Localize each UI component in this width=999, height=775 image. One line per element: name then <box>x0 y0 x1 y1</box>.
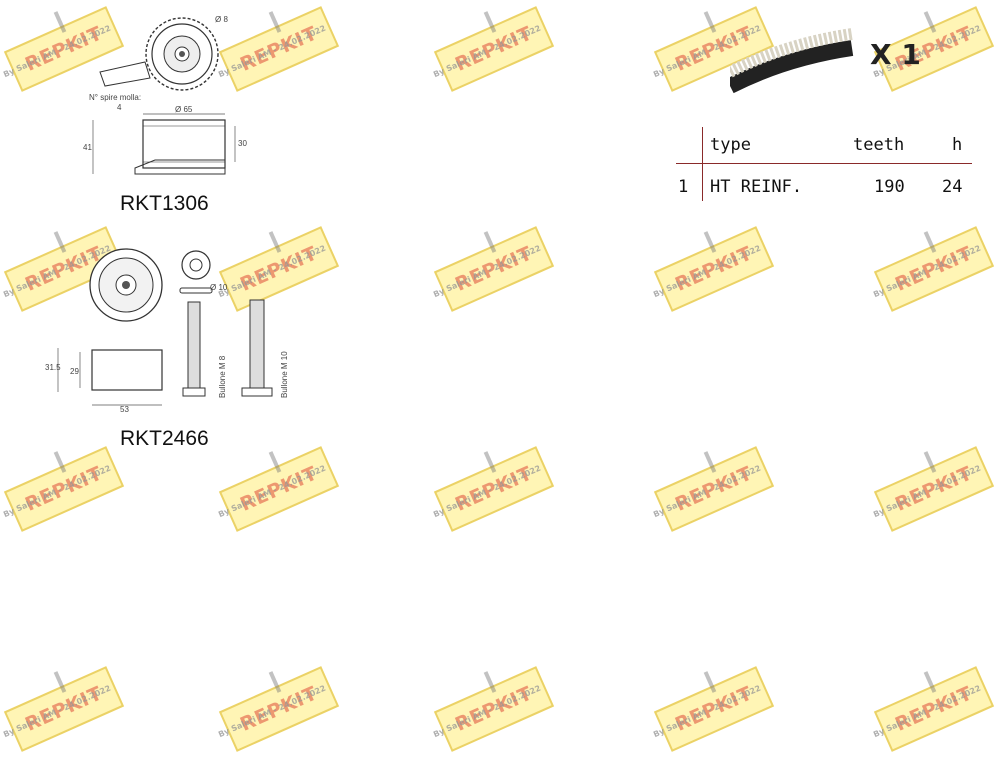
idler-pulley-side <box>57 348 163 406</box>
row-h: 24 <box>942 177 963 197</box>
tensioner-dim-small: Ø 8 <box>215 15 228 24</box>
belt-quantity: X 1 <box>870 38 921 71</box>
row-teeth: 190 <box>874 177 905 197</box>
bolt-m8 <box>182 301 206 397</box>
idler-dim-bore: Ø 10 <box>210 283 228 292</box>
idler-part-label: RKT2466 <box>120 427 209 450</box>
tensioner-gear-side <box>92 113 236 175</box>
idler-dim-height-a: 31.5 <box>45 363 61 372</box>
row-index: 1 <box>678 177 689 197</box>
belt-spec-table: type teeth h 1 HT REINF. 190 24 <box>676 127 972 207</box>
idler-pulley-front <box>89 248 163 322</box>
idler-drawing: Ø 10 31.5 29 53 Bullone M 8 Bullone M 10 <box>45 248 289 414</box>
idler-dim-height-b: 29 <box>70 367 79 376</box>
header-h: h <box>952 135 963 155</box>
table-header-row: type teeth h <box>676 127 972 167</box>
tensioner-part-label: RKT1306 <box>120 192 209 215</box>
tensioner-dim-height-b: 30 <box>238 139 247 148</box>
tensioner-dim-diameter: Ø 65 <box>175 105 193 114</box>
tensioner-arm <box>99 61 151 87</box>
table-column-divider <box>702 127 703 201</box>
tensioner-gear-front <box>145 17 219 91</box>
belt-illustration <box>730 28 854 94</box>
header-teeth: teeth <box>853 135 905 155</box>
bolt-m10 <box>241 299 273 397</box>
idler-dim-width: 53 <box>120 405 129 414</box>
tensioner-dim-height-a: 41 <box>83 143 92 152</box>
spring-count: 4 <box>117 103 122 112</box>
tensioner-drawing: N° spire molla: 4 Ø 8 Ø 65 41 30 <box>83 15 247 175</box>
table-row: 1 HT REINF. 190 24 <box>676 167 972 207</box>
washer <box>179 250 213 294</box>
header-type: type <box>710 135 751 155</box>
table-header-divider <box>676 163 972 164</box>
spring-note: N° spire molla: <box>89 93 141 102</box>
bolt-m10-label: Bullone M 10 <box>280 351 289 398</box>
row-type: HT REINF. <box>710 177 803 197</box>
bolt-m8-label: Bullone M 8 <box>218 355 227 398</box>
